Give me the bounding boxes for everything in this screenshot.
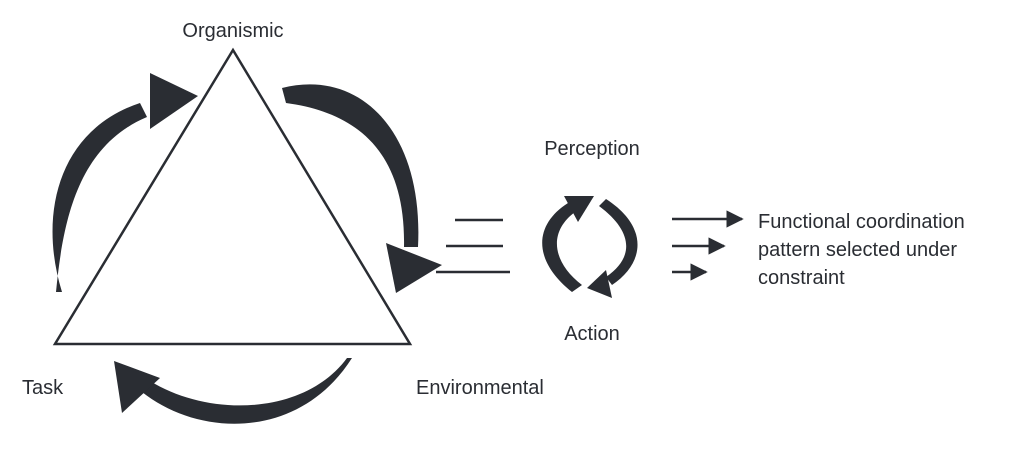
curved-arrow-bottom xyxy=(114,358,352,424)
outcome-line-1: Functional coordination xyxy=(758,211,965,233)
output-arrows xyxy=(672,210,744,281)
curved-arrow-left xyxy=(52,73,198,292)
outcome-line-2: pattern selected under xyxy=(758,239,957,261)
cycle-arrow-left xyxy=(542,196,594,292)
curved-arrow-right xyxy=(282,84,442,293)
label-environmental: Environmental xyxy=(416,377,544,399)
label-action: Action xyxy=(564,323,620,345)
label-perception: Perception xyxy=(544,138,640,160)
flow-lines xyxy=(436,218,510,274)
label-organismic: Organismic xyxy=(182,20,283,42)
outcome-line-3: constraint xyxy=(758,267,845,289)
label-task: Task xyxy=(22,377,64,399)
cycle-arrow-right xyxy=(587,199,638,298)
constraint-triangle xyxy=(52,47,413,346)
